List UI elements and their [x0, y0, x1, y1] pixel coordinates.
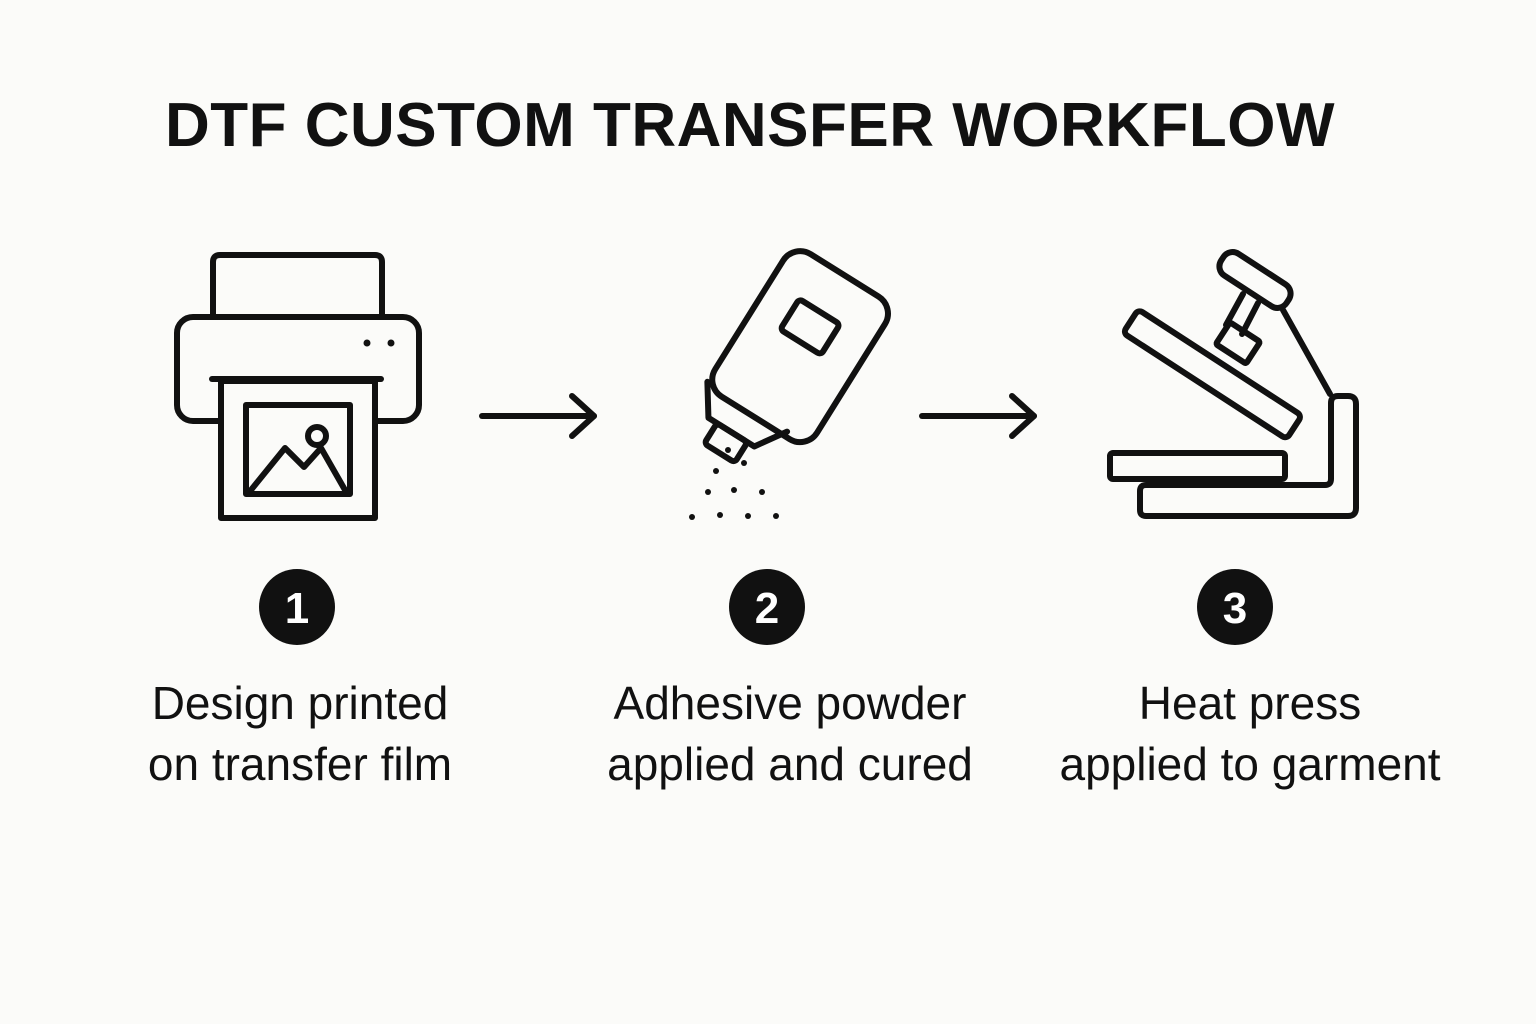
- step-caption-3: Heat press applied to garment: [1020, 673, 1480, 795]
- step-number-1: 1: [285, 584, 309, 633]
- step-caption-line: Adhesive powder: [613, 677, 967, 729]
- step-caption-line: Heat press: [1138, 677, 1362, 729]
- step-badge-3: [1197, 569, 1273, 645]
- step-caption-line: on transfer film: [147, 738, 453, 790]
- heat-press-icon: [1107, 249, 1359, 519]
- step-caption-2: Adhesive powder applied and cured: [560, 673, 1020, 795]
- step-caption-1: Design printed on transfer film: [70, 673, 530, 795]
- step-number-3: 3: [1223, 584, 1247, 633]
- step-caption-line: Design printed: [151, 677, 449, 729]
- step-caption-line: applied and cured: [607, 738, 973, 790]
- step-number-2: 2: [755, 584, 779, 633]
- step-badge-1: [259, 569, 335, 645]
- printer-icon: [174, 252, 422, 521]
- arrow-right-icon: [919, 393, 1037, 439]
- step-caption-line: applied to garment: [1059, 738, 1441, 790]
- arrow-right-icon: [479, 393, 597, 439]
- step-badge-2: [729, 569, 805, 645]
- page-title: DTF CUSTOM TRANSFER WORKFLOW: [164, 91, 1336, 160]
- powder-bottle-icon: [689, 248, 891, 520]
